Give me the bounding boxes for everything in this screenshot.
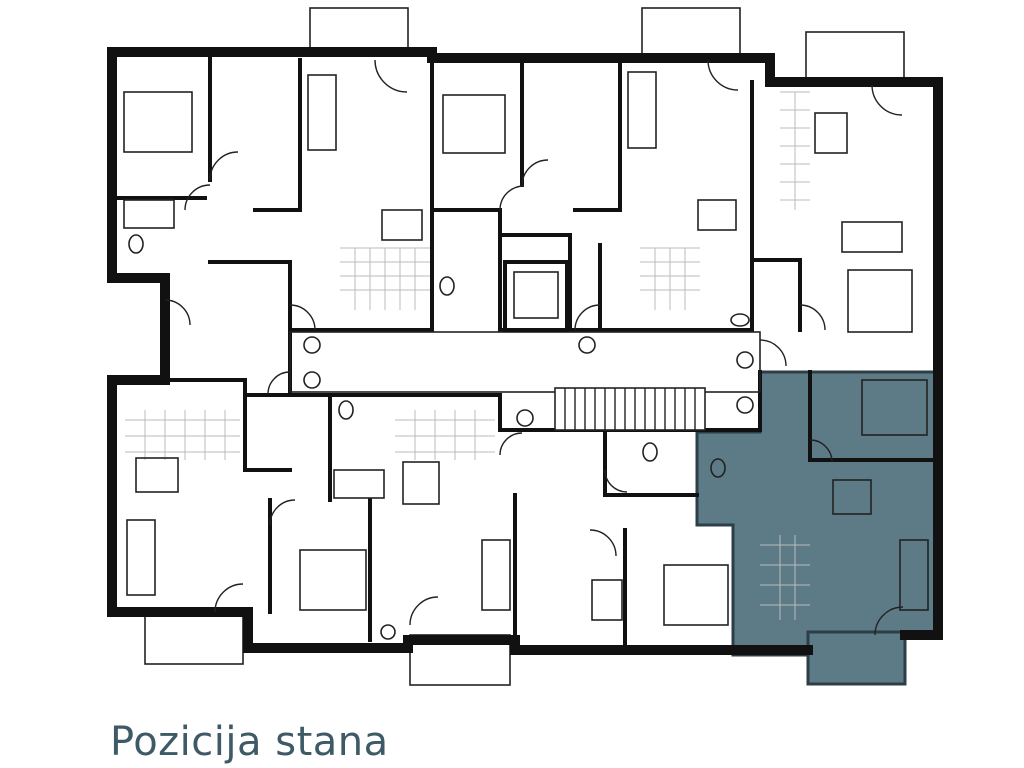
sofa bbox=[591, 579, 623, 621]
toilet bbox=[710, 458, 726, 478]
sofa bbox=[481, 539, 511, 611]
toilet bbox=[642, 442, 658, 462]
dining-table bbox=[814, 112, 848, 154]
dining-table bbox=[381, 209, 423, 241]
sofa bbox=[126, 519, 156, 596]
sofa bbox=[899, 539, 929, 611]
balcony bbox=[805, 31, 905, 83]
dining-table bbox=[697, 199, 737, 231]
sofas bbox=[126, 71, 929, 621]
toilet bbox=[730, 313, 750, 327]
dining-tables bbox=[135, 112, 872, 515]
bed bbox=[442, 94, 506, 154]
ceiling-light-icon bbox=[736, 351, 754, 369]
ceiling-light-icon bbox=[516, 409, 534, 427]
bed bbox=[123, 91, 193, 153]
sofa bbox=[841, 221, 903, 253]
ceiling-light-icon bbox=[303, 371, 321, 389]
highlighted-apartment[interactable] bbox=[695, 370, 942, 686]
bed bbox=[663, 564, 729, 626]
dining-table bbox=[402, 461, 440, 505]
toilet bbox=[439, 276, 455, 296]
sofa bbox=[627, 71, 657, 149]
ceiling-light-icon bbox=[736, 396, 754, 414]
balcony bbox=[641, 7, 741, 57]
ceiling-light-icon bbox=[303, 336, 321, 354]
doors bbox=[164, 59, 904, 636]
elevator bbox=[503, 260, 569, 332]
bed bbox=[861, 379, 928, 436]
central-corridor bbox=[289, 331, 761, 393]
toilet bbox=[128, 234, 144, 254]
balcony bbox=[144, 611, 244, 665]
floor-plan bbox=[107, 7, 943, 686]
corridor-lights bbox=[303, 336, 754, 640]
ceiling-light-icon bbox=[380, 624, 396, 640]
bed bbox=[299, 549, 367, 611]
toilet bbox=[338, 400, 354, 420]
tiled-floors bbox=[125, 91, 810, 620]
bathtub bbox=[123, 199, 175, 229]
staircase bbox=[554, 387, 706, 431]
ceiling-light-icon bbox=[578, 336, 596, 354]
bathroom-fixtures bbox=[123, 199, 750, 499]
dining-table bbox=[832, 479, 872, 515]
bed bbox=[847, 269, 913, 333]
beds bbox=[123, 91, 928, 626]
page-title: Pozicija stana bbox=[110, 719, 389, 765]
dining-table bbox=[135, 457, 179, 493]
bathtub bbox=[333, 469, 385, 499]
sofa bbox=[307, 74, 337, 151]
